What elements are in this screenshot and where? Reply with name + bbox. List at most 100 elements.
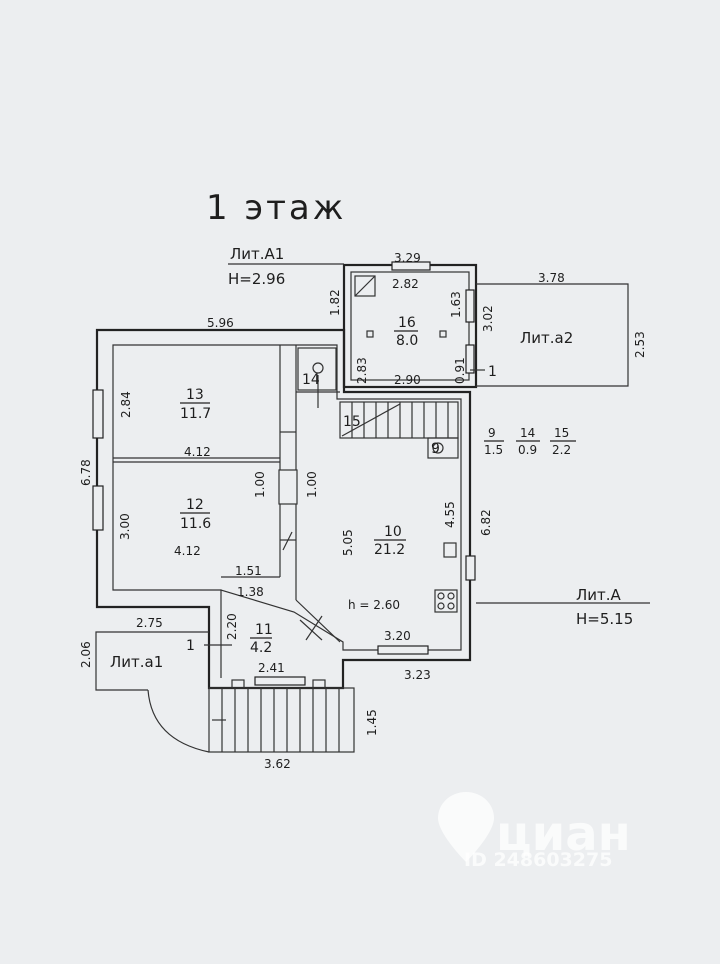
room-11-area: 4.2	[250, 640, 272, 656]
column-icon	[366, 330, 374, 338]
dim-2-53: 2.53	[633, 331, 647, 358]
stove-block	[278, 469, 298, 505]
dim-1-51: 1.51	[235, 564, 262, 578]
window-left-13	[92, 389, 104, 439]
dim-2-90: 2.90	[394, 373, 421, 387]
window-right-10	[465, 555, 476, 581]
main-interior-outline	[112, 344, 462, 678]
room-13-area: 11.7	[180, 406, 211, 422]
window-bottom-10	[377, 645, 429, 655]
watermark: циан ID 248603275	[438, 792, 631, 871]
room-12-area: 11.6	[180, 516, 211, 532]
lit-a1-height: H=2.96	[228, 270, 285, 288]
dim-6-78: 6.78	[79, 459, 93, 486]
ceiling-height: h = 2.60	[348, 598, 400, 612]
lit-a-height: H=5.15	[576, 610, 633, 628]
dim-3-29: 3.29	[394, 251, 421, 265]
wall-notch	[231, 679, 245, 689]
watermark-brand: циан	[496, 806, 631, 862]
lit-a-name: Лит.А	[576, 586, 622, 604]
window-right-16b	[465, 344, 475, 374]
lit-a1-small-label: Лит.а1	[110, 653, 163, 671]
dim-1-82: 1.82	[328, 289, 342, 316]
door-11	[299, 619, 323, 641]
dim-2-82: 2.82	[392, 277, 419, 291]
dim-2-06: 2.06	[79, 641, 93, 668]
dim-1-38: 1.38	[237, 585, 264, 599]
dim-2-75: 2.75	[136, 616, 163, 630]
fixture-icon	[443, 542, 457, 558]
lit-a2-label: Лит.а2	[520, 329, 573, 347]
window-right-16	[465, 289, 475, 323]
chimney-diagonal	[354, 275, 376, 297]
room-10-number: 10	[384, 524, 402, 540]
lit-a2-outline	[476, 283, 629, 387]
dim-4-12-b: 4.12	[174, 544, 201, 558]
wall-notch	[312, 679, 326, 689]
room-10-area: 21.2	[374, 542, 405, 558]
stair-steps	[341, 402, 449, 438]
window-left-12	[92, 485, 104, 531]
room-14-number: 14	[302, 372, 320, 388]
room-15-number: 15	[343, 414, 361, 430]
floor-title: 1 этаж	[206, 188, 346, 228]
room-12-number: 12	[186, 497, 204, 513]
dim-1-63: 1.63	[449, 291, 463, 318]
porch-steps	[208, 687, 355, 753]
dim-3-00: 3.00	[118, 513, 132, 540]
legend-15-num: 15	[554, 426, 569, 440]
door-tick	[282, 531, 293, 551]
stove-icon	[434, 589, 458, 613]
dim-4-55: 4.55	[443, 501, 457, 528]
dim-3-78: 3.78	[538, 271, 565, 285]
dim-1-45: 1.45	[365, 709, 379, 736]
lit-a1-outline	[95, 631, 209, 691]
dim-2-20: 2.20	[225, 613, 239, 640]
lit-a1-name: Лит.А1	[230, 245, 284, 263]
legend-9-area: 1.5	[484, 443, 503, 457]
legend-15-area: 2.2	[552, 443, 571, 457]
dim-5-96: 5.96	[207, 316, 234, 330]
location-pin-icon	[438, 792, 494, 862]
annex-room-16-inner	[350, 271, 470, 381]
room-16-area: 8.0	[396, 333, 418, 349]
toilet-icon	[312, 362, 324, 374]
chimney-icon	[354, 275, 376, 297]
room-9-number: 9	[431, 441, 440, 457]
window-bottom-11	[254, 676, 306, 686]
dim-5-05: 5.05	[341, 529, 355, 556]
dim-6-82: 6.82	[479, 509, 493, 536]
room-11-number: 11	[255, 622, 273, 638]
dim-2-84: 2.84	[119, 391, 133, 418]
dim-0-91: 0.91	[453, 357, 467, 384]
legend-14-area: 0.9	[518, 443, 537, 457]
room-16-number: 16	[398, 315, 416, 331]
staircase-15	[339, 401, 459, 439]
sink-icon	[432, 442, 444, 454]
dim-3-23: 3.23	[404, 668, 431, 682]
door-11b	[305, 615, 323, 641]
dim-4-12-a: 4.12	[184, 445, 211, 459]
room-1-number: 1	[488, 364, 497, 380]
room-9-box	[427, 437, 459, 459]
column-icon	[439, 330, 447, 338]
dim-1-00-a: 1.00	[253, 471, 267, 498]
room-1-number-lower: 1	[186, 638, 195, 654]
watermark-id: ID 248603275	[464, 849, 612, 871]
dim-2-41: 2.41	[258, 661, 285, 675]
window-top-16	[391, 261, 431, 271]
porch-step-lines	[221, 688, 340, 752]
dim-3-02: 3.02	[481, 305, 495, 332]
dim-2-83: 2.83	[355, 357, 369, 384]
porch-arc	[147, 689, 210, 753]
dim-3-20: 3.20	[384, 629, 411, 643]
room-14-box	[297, 347, 337, 391]
dim-1-00-b: 1.00	[305, 471, 319, 498]
legend-14-num: 14	[520, 426, 535, 440]
legend-9-num: 9	[488, 426, 496, 440]
main-exterior-wall	[95, 328, 472, 690]
dim-3-62: 3.62	[264, 757, 291, 771]
room-13-number: 13	[186, 387, 204, 403]
